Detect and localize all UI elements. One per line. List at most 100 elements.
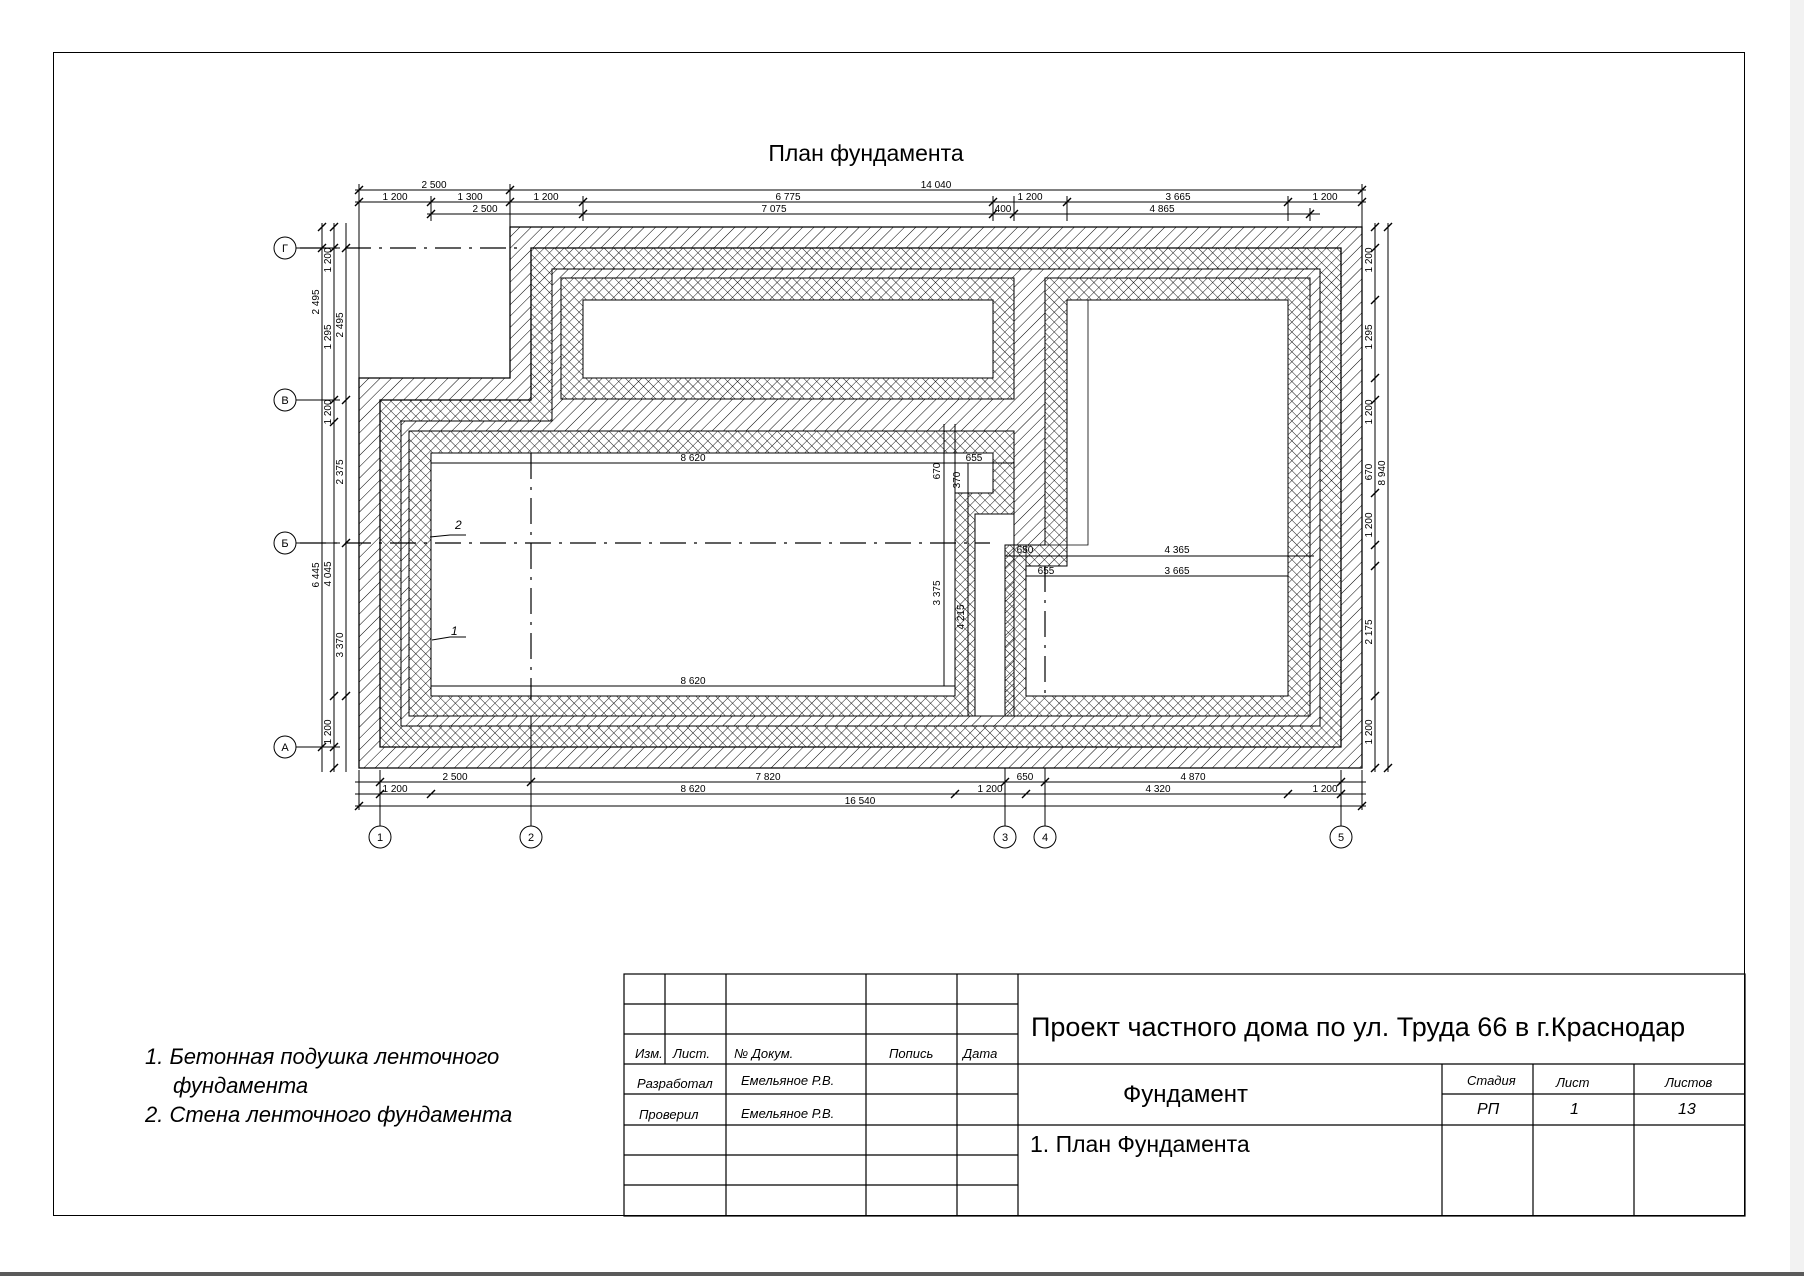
tb-list: Лист. (673, 1046, 710, 1061)
svg-text:2: 2 (528, 832, 534, 844)
dim-inner-7: 4 215 (956, 604, 967, 629)
dim-top-1: 2 500 (421, 180, 446, 191)
axis-bubble-5: 5 (1329, 825, 1353, 849)
axis-bubble-V: В (273, 388, 297, 412)
room-top-void (582, 299, 994, 379)
dim-right-4: 670 (1364, 463, 1375, 480)
dim-bot-4: 4 870 (1180, 772, 1205, 783)
plan-title: План фундамента (768, 140, 963, 166)
dim-bot-6: 8 620 (680, 784, 705, 795)
tb-project-title: Проект частного дома по ул. Труда 66 в г… (1031, 1012, 1686, 1042)
dim-top-5: 1 200 (533, 192, 558, 203)
dim-left-7: 1 200 (323, 719, 334, 744)
axis-bubble-A: А (273, 735, 297, 759)
dim-lines-left (321, 223, 347, 772)
window-edge (1790, 0, 1804, 1276)
dim-bot-5: 1 200 (382, 784, 407, 795)
dim-ticks-top (354, 185, 1367, 219)
dim-top-4: 1 300 (457, 192, 482, 203)
dim-lines-bottom (355, 716, 1366, 828)
dim-bot-7: 1 200 (977, 784, 1002, 795)
dim-inner-1: 8 620 (680, 453, 705, 464)
axis-bubble-3: 3 (993, 825, 1017, 849)
dim-bot-1: 2 500 (442, 772, 467, 783)
dim-lines-inner (431, 424, 1314, 716)
svg-text:А: А (281, 742, 289, 754)
room-main-void (430, 462, 956, 687)
tb-sheet-label: Лист (1556, 1075, 1590, 1090)
svg-text:Г: Г (282, 243, 288, 255)
dim-left-2: 6 445 (311, 562, 322, 587)
dim-left-6: 4 045 (323, 561, 334, 586)
tb-sheet: 1 (1570, 1101, 1579, 1118)
dim-lines-right (1374, 223, 1389, 772)
dim-top-11: 7 075 (761, 204, 786, 215)
dim-left-1: 2 495 (311, 289, 322, 314)
axis-letter-leaders (296, 247, 340, 748)
tb-razrabotal-name: Емельяное Р.В. (741, 1073, 835, 1088)
dim-right-6: 2 175 (1364, 619, 1375, 644)
room-right-void (1025, 299, 1289, 697)
dim-left-3: 1 200 (323, 247, 334, 272)
dim-inner-10: 655 (1038, 566, 1055, 577)
dim-right-5: 1 200 (1364, 512, 1375, 537)
dim-ticks-bottom (354, 777, 1367, 811)
dim-right-2: 1 295 (1364, 324, 1375, 349)
axis-bubble-2: 2 (519, 825, 543, 849)
dim-top-13: 4 865 (1149, 204, 1174, 215)
dim-top-3: 1 200 (382, 192, 407, 203)
tb-proveril: Проверил (639, 1107, 699, 1122)
dim-left-10: 3 370 (335, 632, 346, 657)
tb-izm: Изм. (635, 1046, 663, 1061)
dim-top-10: 2 500 (472, 204, 497, 215)
dim-left-9: 2 375 (335, 459, 346, 484)
dim-inner-2: 8 620 (680, 676, 705, 687)
dim-inner-3: 655 (966, 453, 983, 464)
dim-top-8: 3 665 (1165, 192, 1190, 203)
tb-proveril-name: Емельяное Р.В. (741, 1106, 835, 1121)
note-2: 2. Стена ленточного фундамента (145, 1102, 513, 1127)
dim-right-8: 8 940 (1377, 460, 1388, 485)
svg-text:Б: Б (281, 538, 288, 550)
dim-top-9: 1 200 (1312, 192, 1337, 203)
tb-podpis: Попись (889, 1046, 934, 1061)
notes: 1. Бетонная подушка ленточного фундамент… (145, 1042, 512, 1129)
dim-inner-4: 670 (932, 462, 943, 479)
tb-stage: РП (1477, 1101, 1500, 1118)
note-1-cont: фундамента (173, 1073, 309, 1098)
dim-top-7: 1 200 (1017, 192, 1042, 203)
tb-data: Дата (963, 1046, 998, 1061)
note-1: 1. Бетонная подушка ленточного (145, 1044, 500, 1069)
dim-right-3: 1 200 (1364, 399, 1375, 424)
dim-bot-2: 7 820 (755, 772, 780, 783)
dim-top-2: 14 040 (921, 180, 952, 191)
svg-text:В: В (281, 395, 288, 407)
tb-razrabotal: Разработал (637, 1076, 713, 1091)
dim-left-4: 1 295 (323, 324, 334, 349)
dim-bot-10: 16 540 (845, 796, 876, 807)
tb-sheet-name: 1. План Фундамента (1030, 1131, 1250, 1157)
dim-bot-3: 650 (1017, 772, 1034, 783)
svg-text:1: 1 (377, 832, 383, 844)
tb-sheets-label: Листов (1665, 1075, 1713, 1090)
dim-inner-9: 4 365 (1164, 545, 1189, 556)
tb-sheets: 13 (1678, 1101, 1696, 1118)
dim-inner-11: 3 665 (1164, 566, 1189, 577)
dim-right-1: 1 200 (1364, 247, 1375, 272)
dim-left-8: 2 495 (335, 312, 346, 337)
dim-inner-8: 650 (1017, 545, 1034, 556)
tb-docnum: № Докум. (734, 1046, 794, 1061)
dim-left-5: 1 200 (323, 399, 334, 424)
dim-top-12: 400 (995, 204, 1012, 215)
dim-bot-8: 4 320 (1145, 784, 1170, 795)
title-block-grid (623, 973, 1746, 1217)
window-bottom-bar (0, 1272, 1804, 1276)
tb-stage-label: Стадия (1467, 1073, 1516, 1088)
leader-markers (429, 534, 466, 641)
axis-bubble-G: Г (273, 236, 297, 260)
svg-text:3: 3 (1002, 832, 1008, 844)
axis-bubble-4: 4 (1033, 825, 1057, 849)
tb-part: Фундамент (1123, 1081, 1248, 1108)
svg-text:5: 5 (1338, 832, 1344, 844)
dim-inner-6: 3 375 (932, 580, 943, 605)
